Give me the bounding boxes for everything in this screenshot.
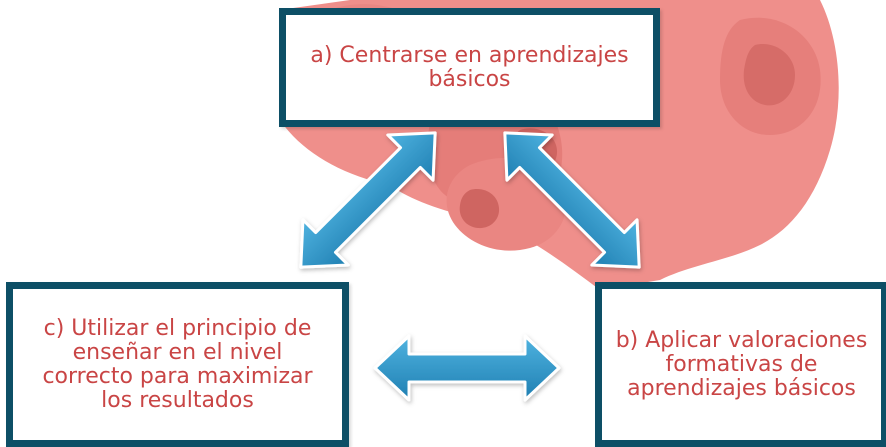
arrow-a-b-double-headed-icon: [503, 131, 641, 269]
box-a-text: a) Centrarse en aprendizajes básicos: [310, 42, 629, 92]
arrow-a-c-double-headed-icon: [299, 131, 437, 269]
box-c-text: c) Utilizar el principio de enseñar en e…: [42, 315, 313, 413]
arrow-c-b-double-headed-icon: [373, 334, 561, 402]
box-a-centrarse: a) Centrarse en aprendizajes básicos: [279, 8, 660, 127]
box-b-text: b) Aplicar valoraciones formativas de ap…: [615, 327, 868, 401]
box-c-utilizar-principio: c) Utilizar el principio de enseñar en e…: [6, 282, 349, 447]
box-b-aplicar-valoraciones: b) Aplicar valoraciones formativas de ap…: [595, 282, 886, 447]
